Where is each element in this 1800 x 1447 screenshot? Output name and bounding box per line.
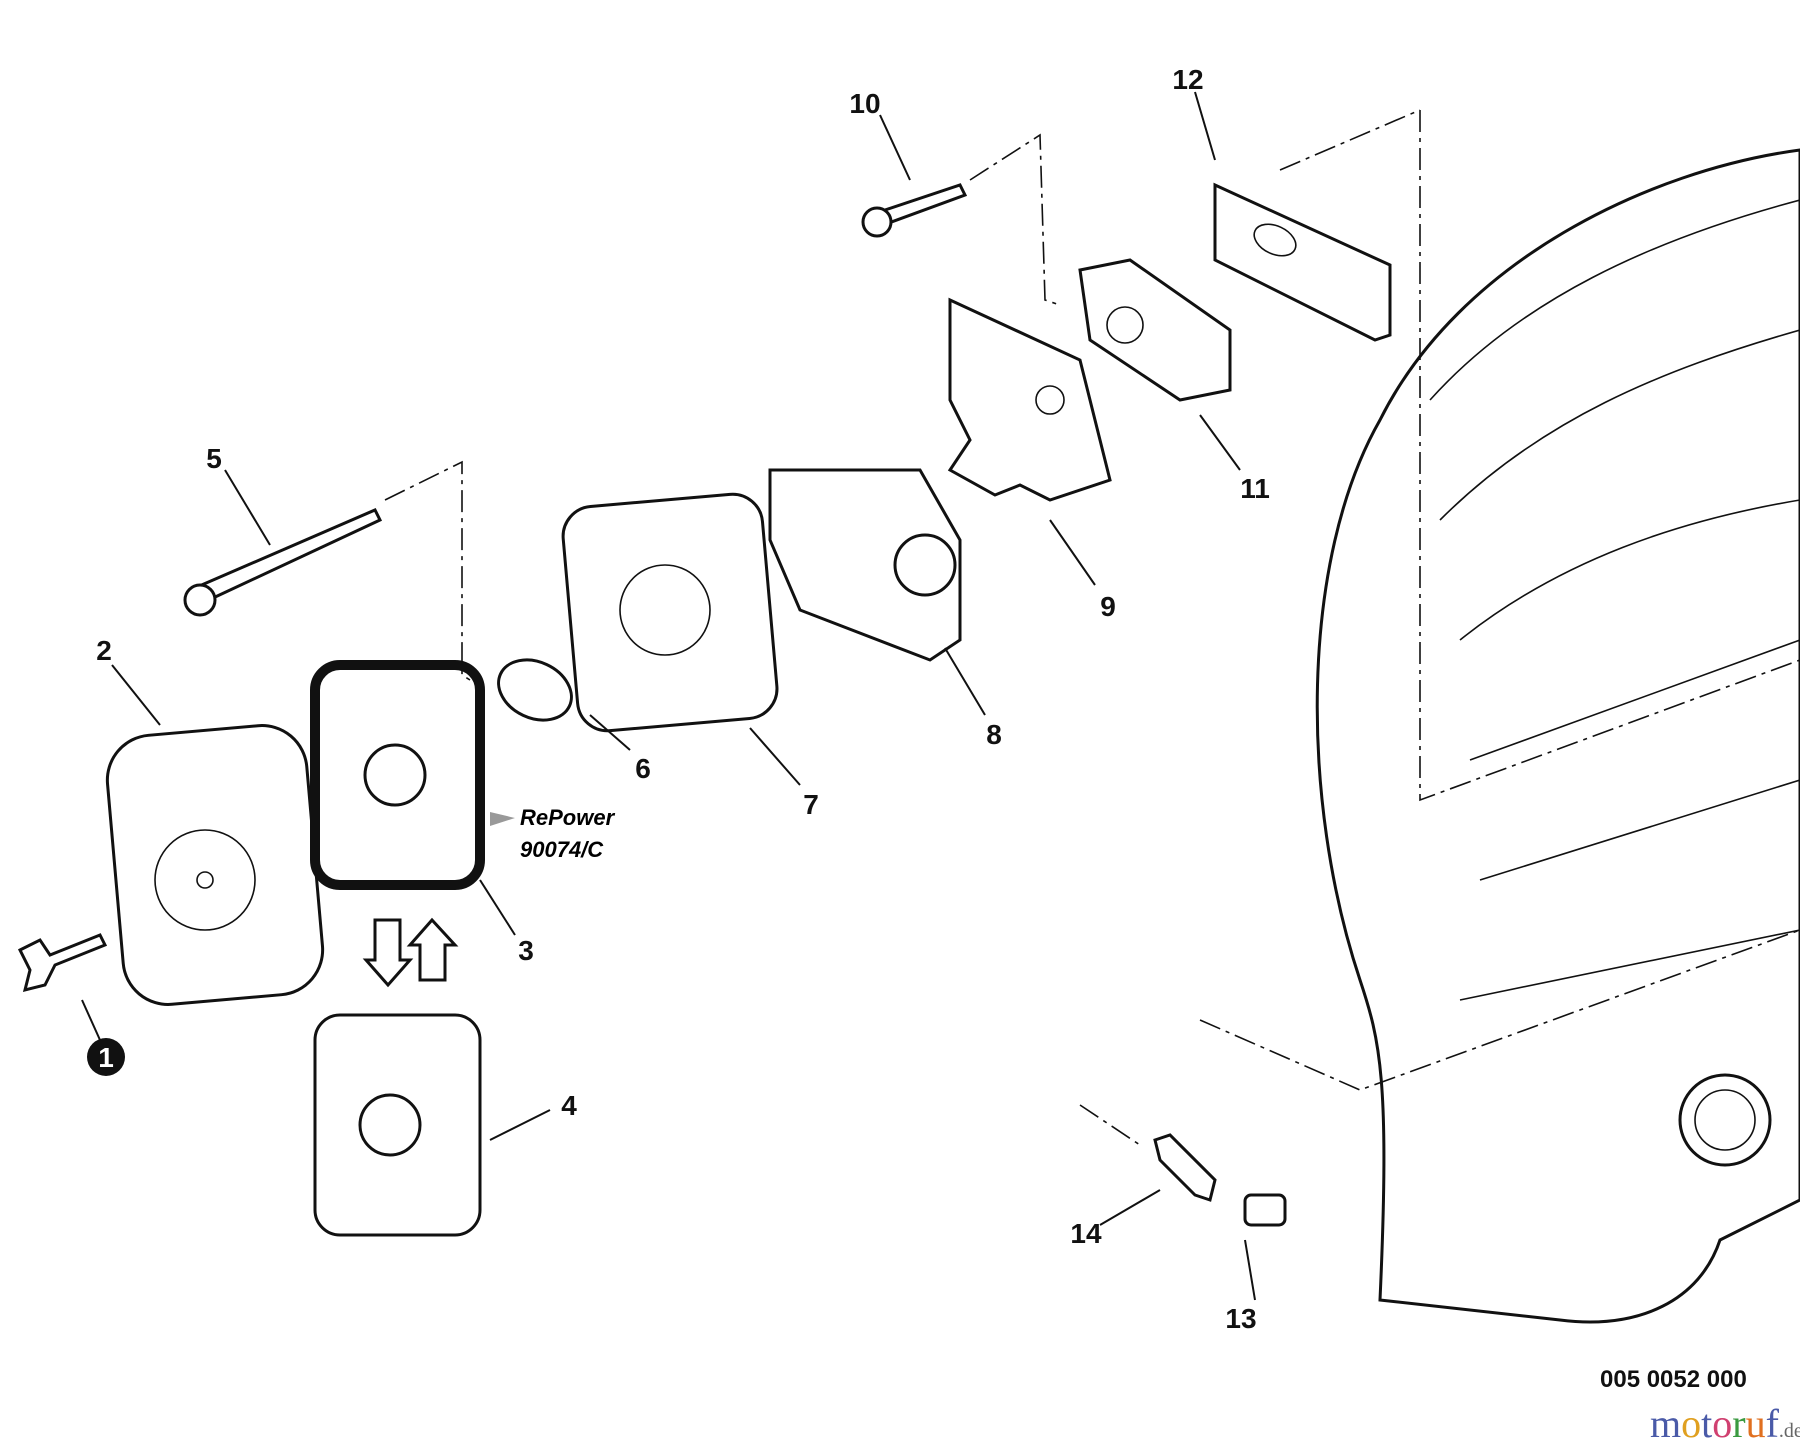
repower-badge: RePower 90074/C [520,805,614,863]
watermark-suffix: .de [1778,1420,1800,1442]
callout-4: 4 [561,1090,577,1121]
part-air-filter-cover [105,724,325,1006]
callout-7: 7 [803,789,819,820]
callout-2: 2 [96,635,112,666]
part-bracket [497,658,573,722]
repower-brand: RePower [520,805,615,830]
part-insulator [1078,258,1232,402]
part-wing-bolt [17,933,108,993]
callout-3: 3 [518,935,534,966]
part-screw [1243,1193,1287,1227]
callout-10: 10 [849,88,880,119]
part-long-bolt [187,508,383,607]
callout-6: 6 [635,753,651,784]
part-carburetor [768,468,962,662]
repower-pointer-icon [490,812,515,826]
watermark-letter: t [1701,1401,1713,1446]
callout-14: 14 [1070,1218,1102,1249]
watermark-letter: m [1650,1401,1682,1446]
watermark-letter: o [1712,1401,1733,1446]
callout-5: 5 [206,443,222,474]
callout-1-badge [87,1038,125,1076]
watermark-letter: o [1681,1401,1702,1446]
watermark-text: motoruf [1650,1401,1779,1446]
callout-8: 8 [986,719,1002,750]
callout-11: 11 [1240,473,1270,504]
callout-13: 13 [1225,1303,1256,1334]
swap-arrows-icon [362,917,459,988]
callout-1: 1 [98,1042,114,1073]
watermark-letter: r [1732,1401,1746,1446]
part-gasket-9 [947,297,1112,502]
part-gasket-12 [1213,182,1392,342]
callout-12: 12 [1172,64,1203,95]
watermark-letter: f [1765,1401,1779,1446]
watermark-letter: u [1745,1401,1766,1446]
callout-9: 9 [1100,591,1116,622]
repower-part-number: 90074/C [520,837,604,862]
diagram-reference-number: 005 0052 000 [1600,1366,1747,1393]
part-air-filter-base [561,492,779,733]
leader-lines [81,91,1256,1301]
watermark-logo: motoruf.de [1650,1400,1800,1447]
part-clip [1153,1133,1217,1202]
engine-housing [1199,110,1800,1324]
